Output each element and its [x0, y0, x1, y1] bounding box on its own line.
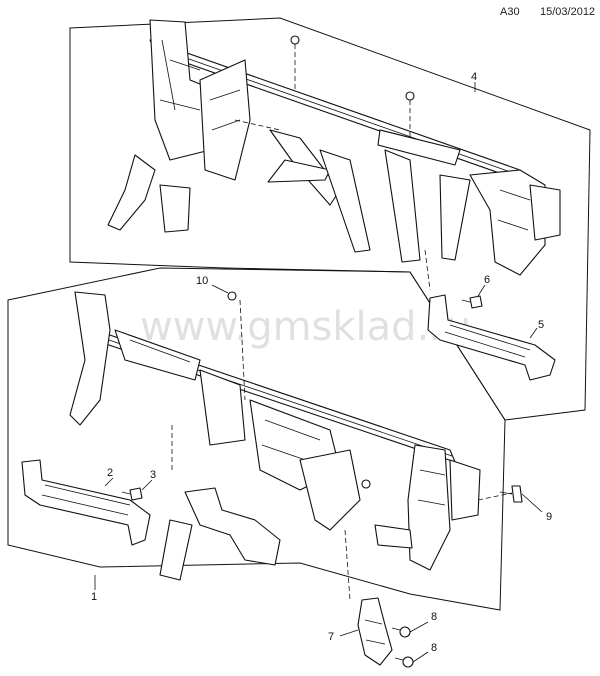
callout-9: 9 — [546, 511, 552, 523]
callout-3: 3 — [150, 469, 156, 481]
callout-10: 10 — [196, 275, 208, 287]
part-9-bolt — [499, 485, 523, 503]
part-5-support-bracket — [427, 294, 556, 381]
lower-side-bracket — [159, 487, 281, 581]
callout-8b: 8 — [431, 642, 437, 654]
part-3-bolt — [121, 487, 143, 501]
page-code: A30 — [500, 6, 520, 18]
callout-6: 6 — [484, 274, 490, 286]
part-8-bolt-upper — [391, 626, 411, 638]
part-8-bolt-lower — [394, 656, 414, 668]
part-7-bracket — [357, 597, 393, 666]
part-2-bracket — [21, 459, 151, 546]
callouts: 1 2 3 4 5 6 7 8 8 9 10 — [91, 71, 552, 663]
callout-1: 1 — [91, 591, 97, 603]
callout-4: 4 — [471, 71, 477, 83]
lower-crossbeam-assembly — [69, 291, 513, 601]
watermark: www.gmsklad.ru — [140, 304, 471, 350]
lower-assembly-frame — [7, 267, 506, 611]
date-stamp: 15/03/2012 — [540, 6, 596, 18]
callout-2: 2 — [107, 467, 113, 479]
upper-crossbeam-assembly — [107, 19, 561, 291]
part-6-bolt — [461, 295, 483, 309]
callout-7: 7 — [328, 631, 334, 643]
callout-5: 5 — [538, 319, 544, 331]
callout-8a: 8 — [431, 611, 437, 623]
